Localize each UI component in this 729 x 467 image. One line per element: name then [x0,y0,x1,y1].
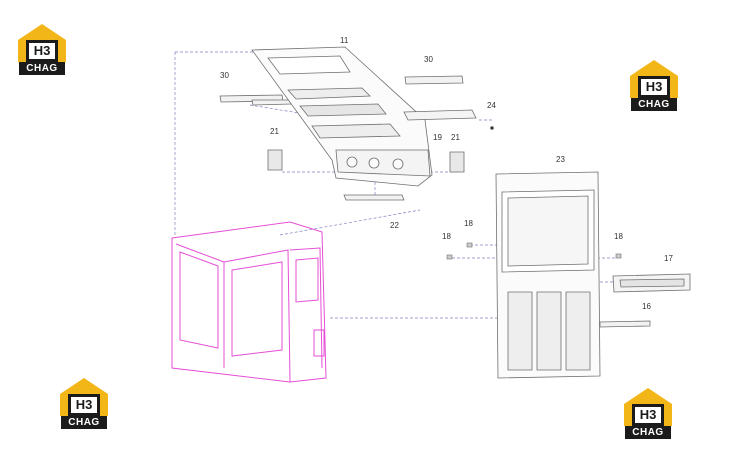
watermark-logo-bottom-right: H3 CHAG [622,386,674,439]
logo-wordmark: CHAG [625,426,671,439]
callout-21-left: 21 [270,127,279,136]
watermark-logo-top-right: H3 CHAG [628,58,680,111]
callout-16: 16 [642,302,651,311]
part-30-rail-left [219,94,292,106]
logo-house-icon [630,60,678,98]
part-19-plate [403,109,494,130]
callout-11: 11 [340,36,349,45]
part-18-clips [446,242,622,260]
part-11-roof-frame [251,46,433,187]
watermark-logo-top-left: H3 CHAG [16,22,68,75]
callout-24: 24 [487,101,496,110]
callout-18-c: 18 [614,232,623,241]
logo-mark-text: H3 [75,397,93,412]
part-22-strip [343,194,405,201]
logo-wordmark: CHAG [631,98,677,111]
callout-18-b: 18 [464,219,473,228]
logo-house-icon [60,378,108,416]
logo-mark-text: H3 [645,79,663,94]
logo-mark-text: H3 [33,43,51,58]
logo-house-icon [624,388,672,426]
callout-21-right: 21 [451,133,460,142]
part-30-rail-right [404,75,464,85]
part-17-bar [612,273,691,293]
logo-house-icon [18,24,66,62]
callout-17: 17 [664,254,673,263]
logo-wordmark: CHAG [61,416,107,429]
callout-23: 23 [556,155,565,164]
callout-22: 22 [390,221,399,230]
part-23-door-panel [495,171,601,379]
logo-wordmark: CHAG [19,62,65,75]
cab-assembly [171,221,327,383]
callout-19: 19 [433,133,442,142]
callout-18-a: 18 [442,232,451,241]
logo-mark-text: H3 [639,407,657,422]
callout-30-right: 30 [424,55,433,64]
part-16-strip [599,320,651,328]
callout-labels: 11 30 30 24 19 21 21 22 23 18 18 18 17 1… [220,36,673,311]
part-21-brackets [267,149,465,173]
watermark-logo-bottom-left: H3 CHAG [58,376,110,429]
callout-30-left: 30 [220,71,229,80]
